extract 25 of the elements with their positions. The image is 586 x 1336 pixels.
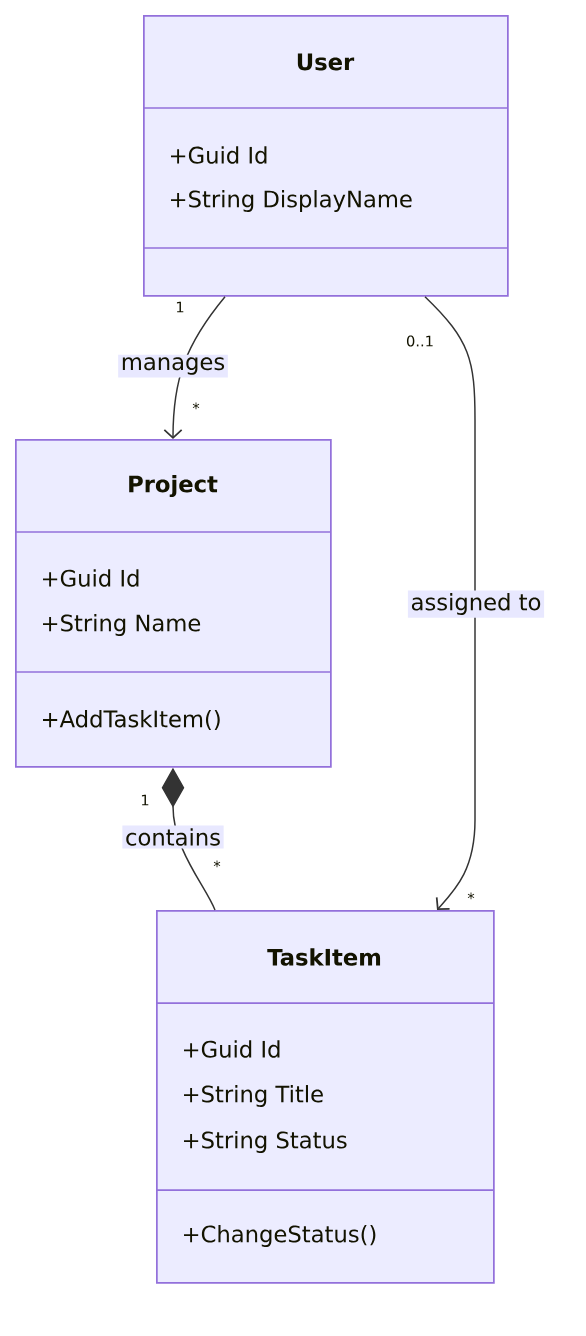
- edge-label: contains: [122, 825, 224, 849]
- arrow: [424, 296, 476, 910]
- member-text: +Guid Id: [171, 146, 267, 164]
- member-text: +String Name: [43, 614, 201, 636]
- multiplicity-label: *: [467, 892, 475, 900]
- member-text: +String Status: [184, 1131, 347, 1153]
- class-name: TaskItem: [267, 948, 381, 966]
- multiplicity-label: *: [192, 402, 200, 410]
- edge-label: assigned to: [407, 590, 545, 618]
- arrow: [163, 296, 226, 439]
- member-text: +String DisplayName: [171, 190, 412, 212]
- class-name: Project: [129, 474, 218, 498]
- member-text: +AddTaskItem(): [43, 709, 220, 731]
- edge-label: manages: [118, 354, 228, 378]
- class-name: User: [297, 53, 355, 71]
- multiplicity-label: *: [213, 860, 221, 868]
- multiplicity-label: 0..1: [406, 335, 433, 347]
- member-text: +Guid Id: [184, 1040, 280, 1058]
- member-text: +Guid Id: [43, 569, 139, 587]
- multiplicity-label: 1: [141, 794, 149, 806]
- class-box: [14, 439, 332, 768]
- member-text: +ChangeStatus(): [184, 1225, 376, 1247]
- class-box: [155, 910, 495, 1284]
- member-text: +String Title: [184, 1085, 323, 1107]
- class-box: [142, 15, 509, 297]
